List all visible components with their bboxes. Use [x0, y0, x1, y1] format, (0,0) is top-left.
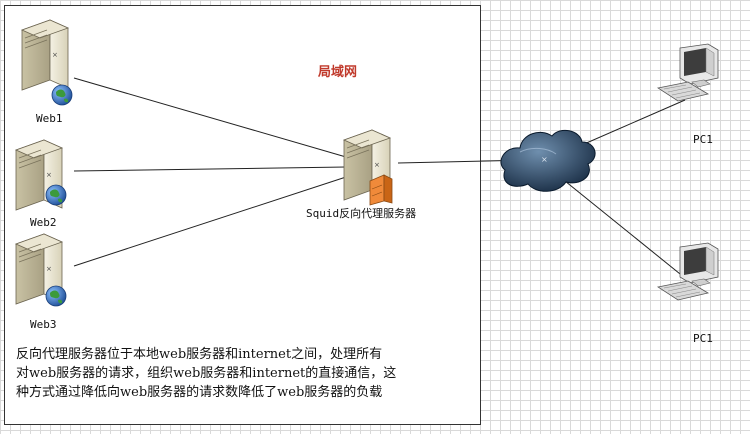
- lan-boundary: [4, 5, 481, 425]
- web1-server: [21, 19, 73, 106]
- description-line: 反向代理服务器位于本地web服务器和internet之间，处理所有: [16, 347, 383, 362]
- web2-server: [15, 139, 67, 211]
- server-icon: [21, 19, 69, 91]
- svg-text:×: ×: [541, 155, 548, 164]
- pc1-top-label: PC1: [693, 133, 713, 146]
- web3-server: [15, 233, 67, 307]
- proxy-label: Squid反向代理服务器: [306, 207, 417, 220]
- web1-label: Web1: [36, 112, 63, 125]
- pc1-bottom-label: PC1: [693, 332, 713, 345]
- globe-icon: [51, 84, 73, 106]
- link-internet-pc1-bottom: [559, 176, 691, 283]
- pc1-top: [657, 43, 719, 102]
- link-web3-proxy: [73, 176, 347, 267]
- description-line: 对web服务器的请求，组织web服务器和internet的直接通信，这: [16, 366, 397, 381]
- internet-cloud: ×: [500, 129, 596, 192]
- web2-label: Web2: [30, 216, 57, 229]
- link-internet-pc1-top: [574, 99, 686, 149]
- description-line: 种方式通过降低向web服务器的请求数降低了web服务器的负载: [16, 385, 383, 400]
- link-web1-proxy: [73, 77, 347, 158]
- web3-label: Web3: [30, 318, 57, 331]
- pc-icon: [657, 242, 719, 301]
- cloud-icon: ×: [500, 129, 596, 192]
- globe-icon: [45, 285, 67, 307]
- globe-icon: [45, 184, 67, 206]
- squid-proxy-server: [343, 129, 393, 206]
- pc-icon: [657, 43, 719, 102]
- description: 反向代理服务器位于本地web服务器和internet之间，处理所有 对web服务…: [16, 345, 472, 402]
- firewall-icon: [369, 174, 393, 206]
- connection-lines: [73, 77, 691, 283]
- lan-title: 局域网: [318, 65, 358, 80]
- pc1-bottom: [657, 242, 719, 301]
- link-web2-proxy: [73, 166, 347, 172]
